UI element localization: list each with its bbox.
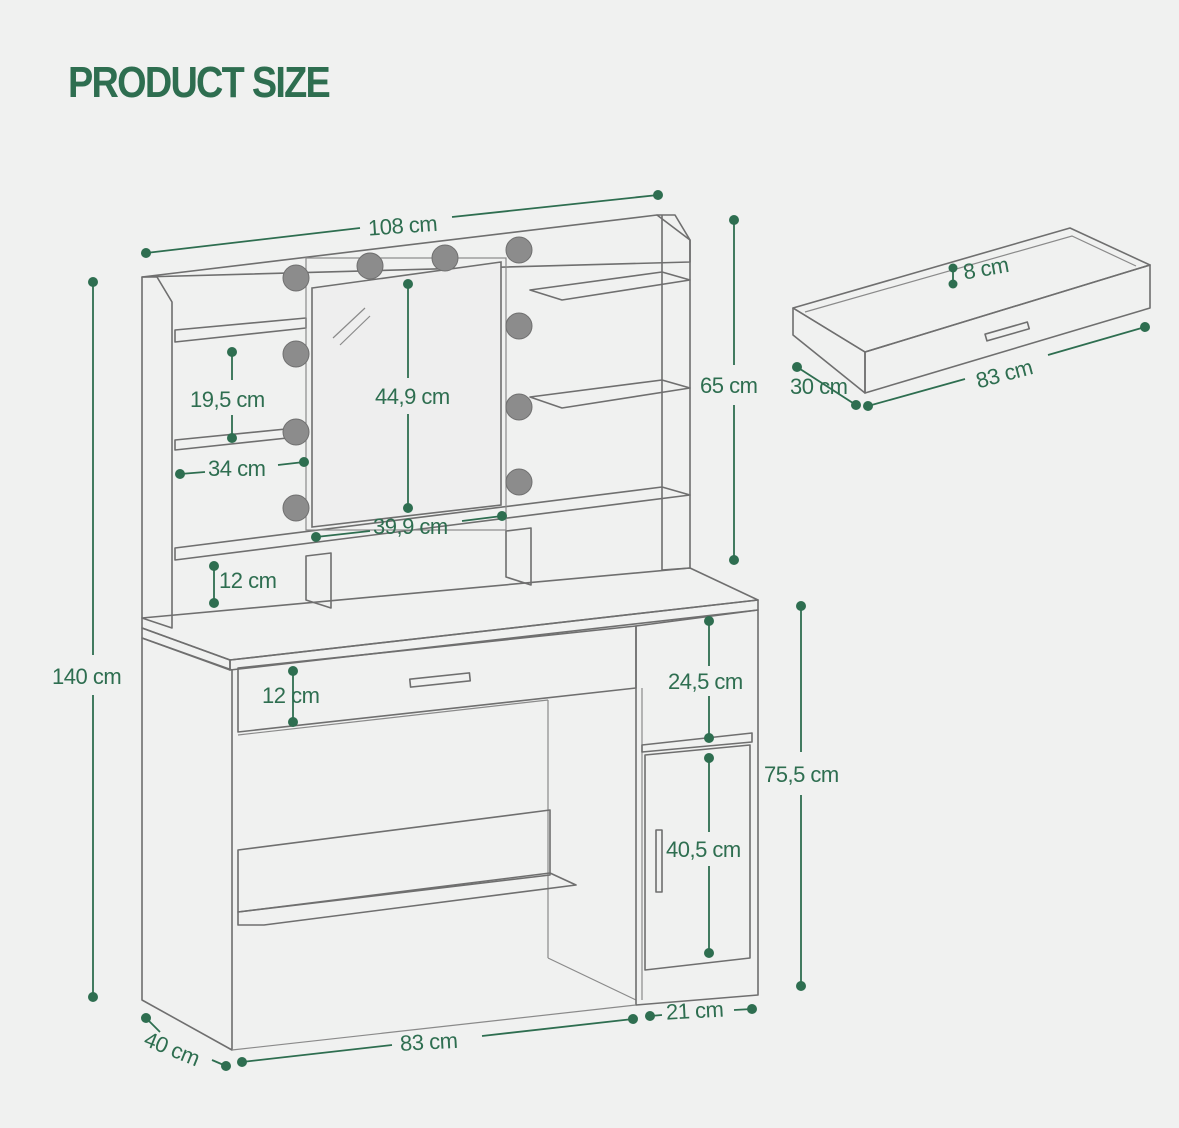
bulb-1 <box>282 264 310 292</box>
bulb-4 <box>505 236 533 264</box>
cabinet-inner-bottom <box>547 957 637 1001</box>
mirror-glare-2 <box>339 315 371 346</box>
bulb-5 <box>282 340 310 368</box>
label-drawer-depth: 30 cm <box>790 374 847 399</box>
label-total-height: 140 cm <box>52 664 121 689</box>
bulb-2 <box>356 252 384 280</box>
foot-shelf <box>237 872 577 926</box>
door-handle <box>655 829 663 893</box>
drawer-box-handle <box>984 321 1031 342</box>
mirror <box>311 261 502 528</box>
label-shelf-width: 34 cm <box>208 456 265 481</box>
mirror-frame <box>305 257 507 531</box>
drawer-box-inner <box>804 235 1137 313</box>
label-depth: 40 cm <box>141 1026 204 1071</box>
label-total-width: 108 cm <box>367 211 438 241</box>
hutch-left-panel <box>141 276 173 629</box>
side-cabinet <box>635 609 759 1006</box>
desk-top-edge-front <box>229 599 759 671</box>
cabinet-shelf <box>641 732 753 753</box>
bulb-6 <box>505 312 533 340</box>
cabinet-door <box>644 744 751 971</box>
desk-front-bottom <box>231 1004 637 1051</box>
bulb-7 <box>282 418 310 446</box>
knee-back-top <box>237 699 549 736</box>
drawer-box-front <box>864 264 1151 394</box>
label-lower-shelf-height: 12 cm <box>219 568 276 593</box>
right-shelf-middle <box>529 379 691 409</box>
label-desk-height: 75,5 cm <box>764 762 839 787</box>
desk-top-edge-left <box>141 627 231 671</box>
page-title: PRODUCT SIZE <box>68 58 331 107</box>
label-hutch-height: 65 cm <box>700 373 757 398</box>
label-drawer-front-height: 12 cm <box>262 683 319 708</box>
back-panel-lower <box>237 809 551 913</box>
drawer-box-top <box>792 227 1151 353</box>
label-knee-width: 83 cm <box>399 1028 458 1056</box>
label-drawer-width: 83 cm <box>973 354 1035 393</box>
dimension-lines <box>88 190 1150 1071</box>
bulb-9 <box>282 494 310 522</box>
vanity-desk-illustration <box>141 214 759 1051</box>
label-mirror-height: 44,9 cm <box>375 384 450 409</box>
label-mirror-width: 39,9 cm <box>373 514 448 539</box>
label-shelf-spacing: 19,5 cm <box>190 387 265 412</box>
lower-divider-left <box>305 552 332 609</box>
bulb-3 <box>431 244 459 272</box>
lower-divider-right <box>505 527 532 586</box>
hutch-base-shelf <box>174 486 691 561</box>
label-cabinet-width: 21 cm <box>665 997 724 1025</box>
desk-left-panel <box>141 637 233 1051</box>
drawer-front <box>237 625 637 733</box>
drawer-illustration <box>792 227 1151 394</box>
drawer-handle <box>408 672 472 688</box>
left-shelf-top <box>174 317 307 343</box>
bulb-8 <box>505 393 533 421</box>
dimension-labels: 108 cm 140 cm 65 cm 75,5 cm 19,5 cm 34 c… <box>52 211 1035 1071</box>
right-shelf-top <box>529 271 691 301</box>
mirror-glare-1 <box>332 307 366 339</box>
label-open-compartment-height: 24,5 cm <box>668 669 743 694</box>
label-door-height: 40,5 cm <box>666 837 741 862</box>
bulb-10 <box>505 468 533 496</box>
